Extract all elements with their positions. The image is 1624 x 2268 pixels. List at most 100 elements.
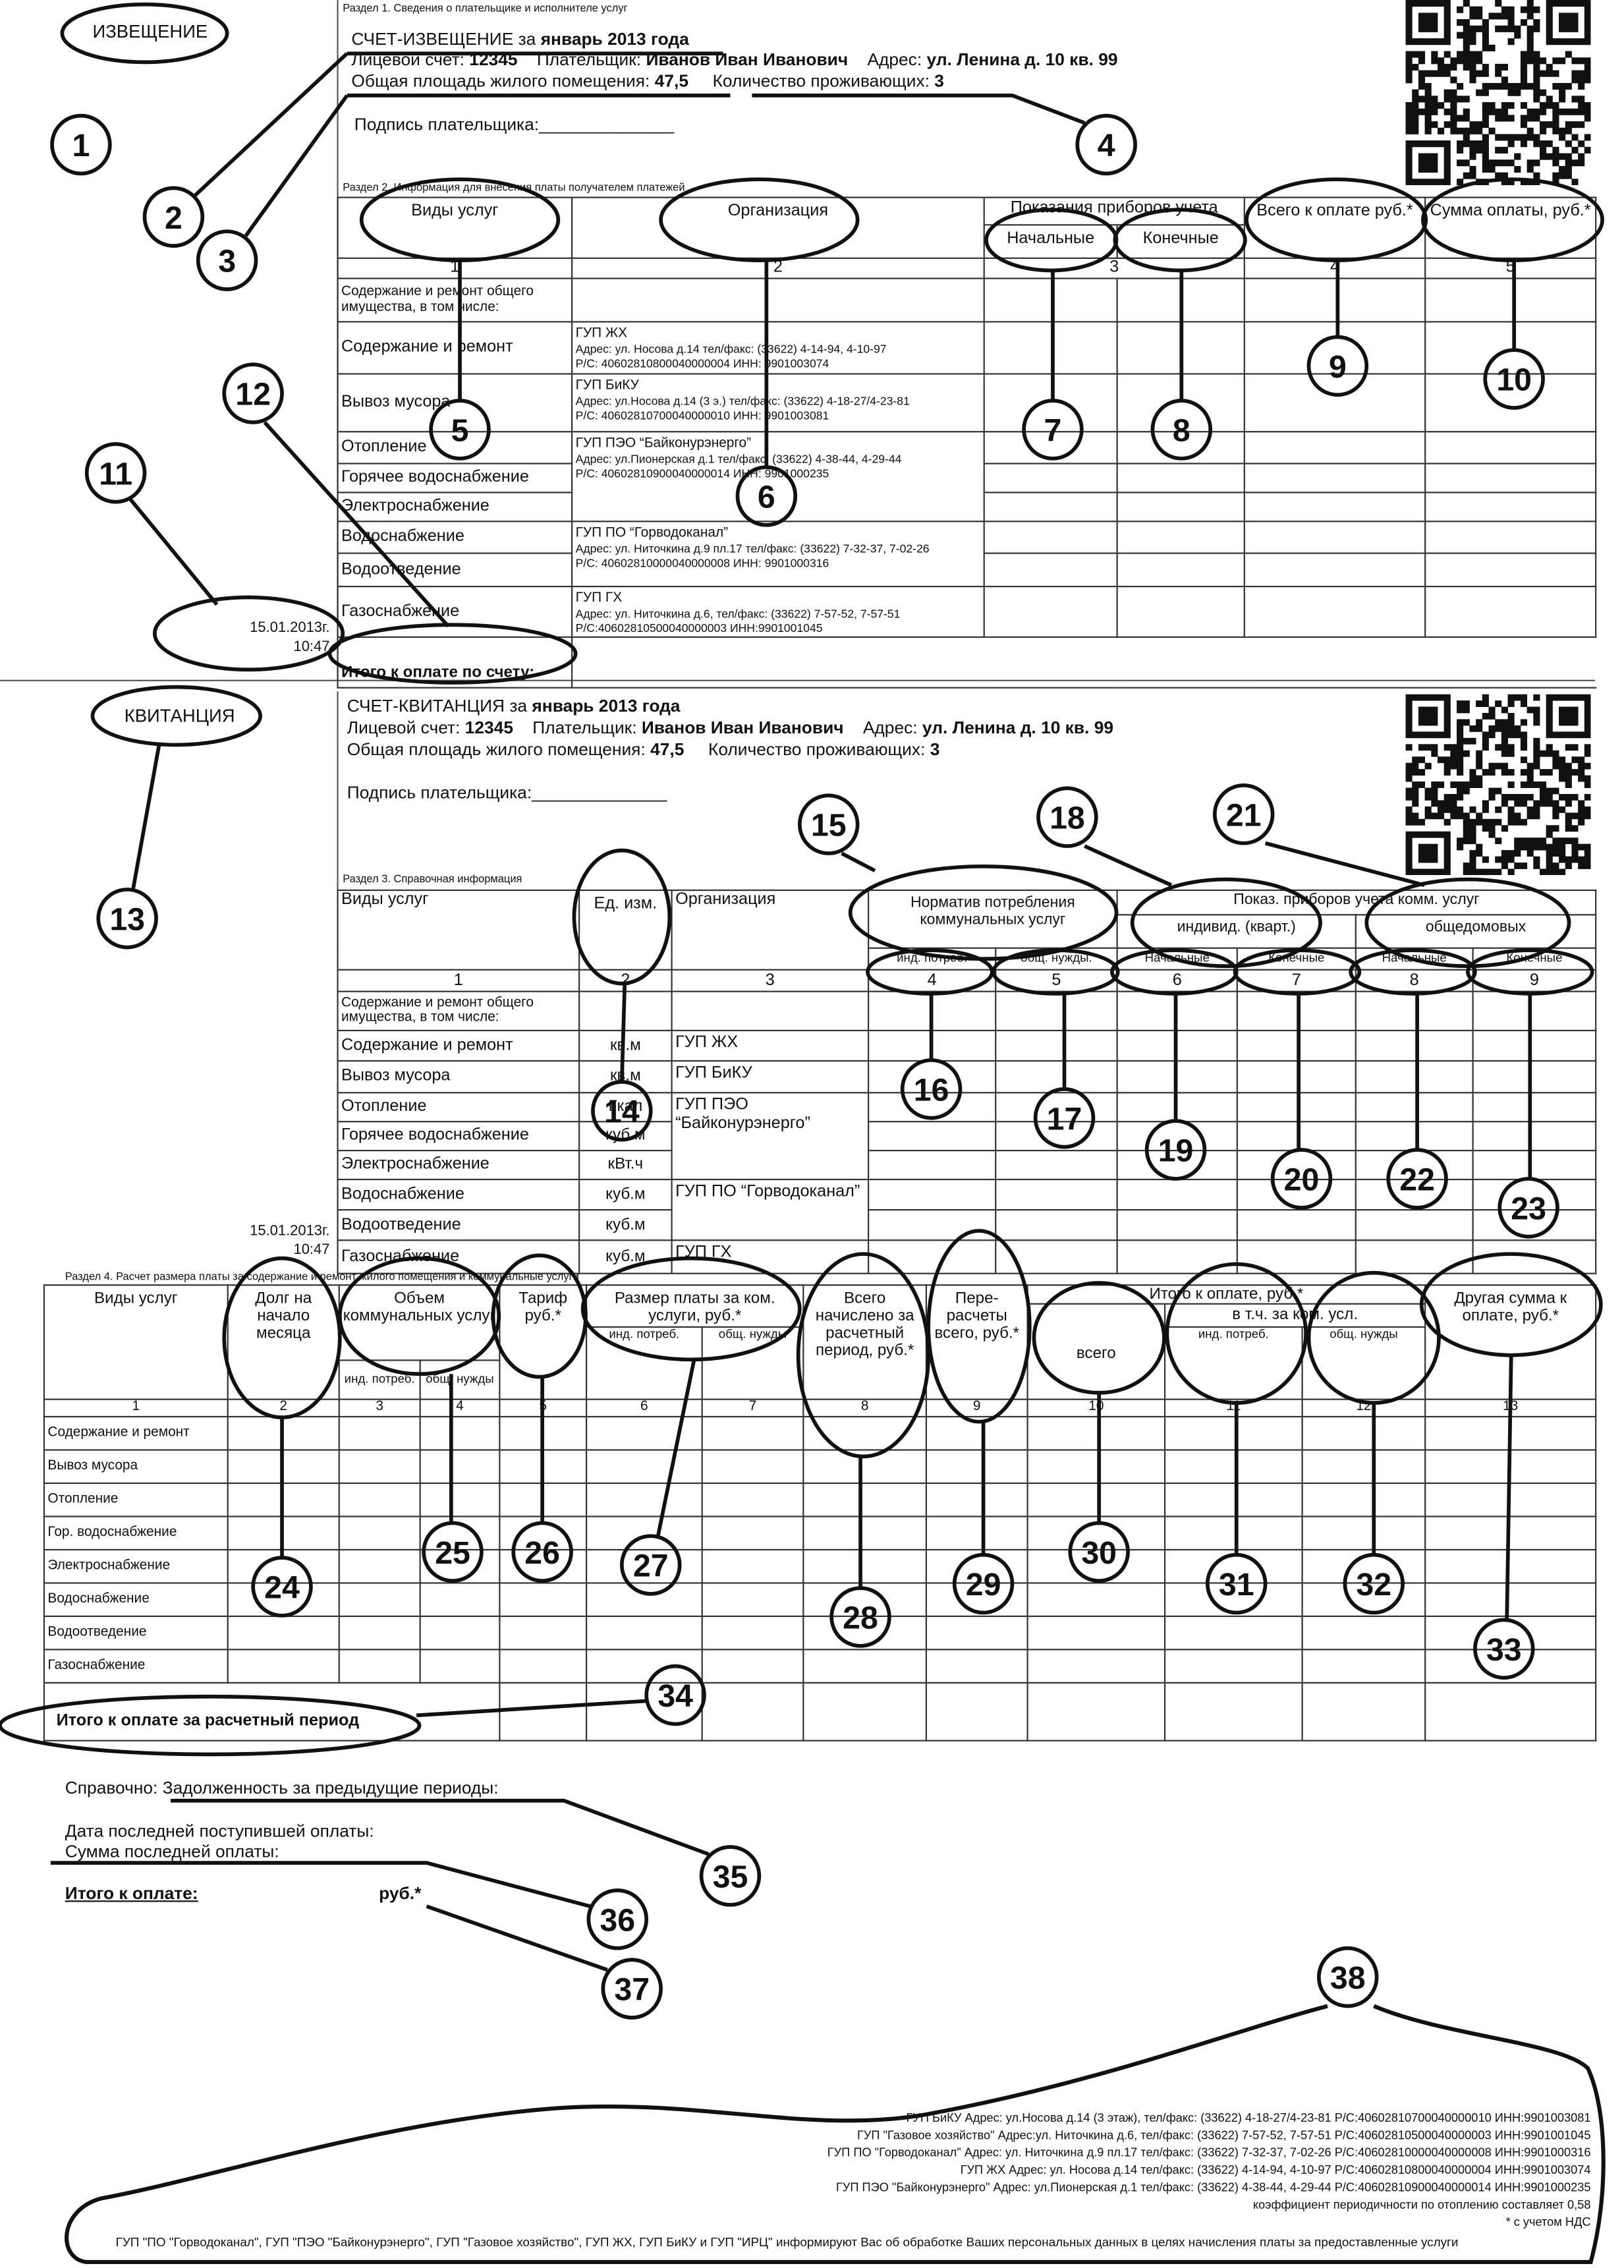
amount-cell[interactable] — [983, 463, 1118, 494]
amount-cell[interactable] — [701, 1449, 804, 1485]
amount-cell[interactable] — [1424, 431, 1597, 465]
amount-cell[interactable] — [1026, 1582, 1166, 1618]
amount-cell[interactable] — [701, 1483, 804, 1517]
amount-cell[interactable] — [802, 1616, 928, 1651]
amount-cell[interactable] — [585, 1483, 703, 1517]
amount-cell[interactable] — [925, 1582, 1028, 1618]
amount-cell[interactable] — [1424, 373, 1597, 433]
amount-cell[interactable] — [925, 1449, 1028, 1485]
amount-cell[interactable] — [1116, 373, 1245, 433]
amount-cell[interactable] — [701, 1582, 804, 1618]
amount-cell[interactable] — [802, 1582, 928, 1618]
amount-cell[interactable] — [1424, 521, 1597, 554]
amount-cell[interactable] — [585, 1516, 703, 1551]
amount-cell[interactable] — [1164, 1483, 1303, 1517]
signature-field[interactable]: Подпись плательщика:______________ — [347, 782, 667, 803]
amount-cell[interactable] — [585, 1549, 703, 1584]
amount-cell[interactable] — [1424, 1416, 1597, 1451]
amount-cell[interactable] — [499, 1582, 588, 1618]
amount-cell[interactable] — [1243, 463, 1426, 494]
amount-cell[interactable] — [1026, 1549, 1166, 1584]
amount-cell[interactable] — [802, 1549, 928, 1584]
signature-field[interactable]: Подпись плательщика:______________ — [354, 114, 675, 135]
amount-cell[interactable] — [338, 1549, 421, 1584]
amount-cell[interactable] — [499, 1549, 588, 1584]
amount-cell[interactable] — [1026, 1449, 1166, 1485]
amount-cell[interactable] — [227, 1582, 340, 1618]
amount-cell[interactable] — [585, 1616, 703, 1651]
amount-cell[interactable] — [338, 1449, 421, 1485]
amount-cell[interactable] — [1116, 492, 1245, 523]
amount-cell[interactable] — [1301, 1649, 1426, 1684]
amount-cell[interactable] — [1116, 321, 1245, 375]
amount-cell[interactable] — [585, 1416, 703, 1451]
amount-cell[interactable] — [1424, 585, 1597, 638]
amount-cell[interactable] — [1301, 1582, 1426, 1618]
amount-cell[interactable] — [1424, 463, 1597, 494]
amount-cell[interactable] — [227, 1449, 340, 1485]
amount-cell[interactable] — [1116, 552, 1245, 588]
amount-cell[interactable] — [338, 1582, 421, 1618]
amount-cell[interactable] — [1243, 552, 1426, 588]
amount-cell[interactable] — [1243, 521, 1426, 554]
amount-cell[interactable] — [1116, 521, 1245, 554]
amount-cell[interactable] — [227, 1516, 340, 1551]
amount-cell[interactable] — [1424, 1616, 1597, 1651]
amount-cell[interactable] — [1116, 585, 1245, 638]
amount-cell[interactable] — [1026, 1416, 1166, 1451]
amount-cell[interactable] — [1424, 552, 1597, 588]
amount-cell[interactable] — [701, 1616, 804, 1651]
amount-cell[interactable] — [1424, 321, 1597, 375]
amount-cell[interactable] — [925, 1483, 1028, 1517]
amount-cell[interactable] — [419, 1483, 501, 1517]
amount-cell[interactable] — [925, 1649, 1028, 1684]
amount-cell[interactable] — [1424, 1516, 1597, 1551]
amount-cell[interactable] — [1243, 373, 1426, 433]
amount-cell[interactable] — [701, 1549, 804, 1584]
amount-cell[interactable] — [499, 1449, 588, 1485]
amount-cell[interactable] — [925, 1416, 1028, 1451]
amount-cell[interactable] — [1424, 1582, 1597, 1618]
amount-cell[interactable] — [983, 373, 1118, 433]
amount-cell[interactable] — [585, 1649, 703, 1684]
amount-cell[interactable] — [419, 1616, 501, 1651]
amount-cell[interactable] — [227, 1549, 340, 1584]
amount-cell[interactable] — [338, 1483, 421, 1517]
amount-cell[interactable] — [1164, 1649, 1303, 1684]
amount-cell[interactable] — [925, 1549, 1028, 1584]
amount-cell[interactable] — [802, 1483, 928, 1517]
amount-cell[interactable] — [983, 492, 1118, 523]
amount-cell[interactable] — [585, 1449, 703, 1485]
amount-cell[interactable] — [1301, 1549, 1426, 1584]
amount-cell[interactable] — [983, 431, 1118, 465]
amount-cell[interactable] — [1026, 1649, 1166, 1684]
amount-cell[interactable] — [585, 1582, 703, 1618]
amount-cell[interactable] — [925, 1516, 1028, 1551]
amount-cell[interactable] — [499, 1516, 588, 1551]
amount-cell[interactable] — [983, 321, 1118, 375]
amount-cell[interactable] — [802, 1449, 928, 1485]
amount-cell[interactable] — [499, 1616, 588, 1651]
amount-cell[interactable] — [499, 1416, 588, 1451]
amount-cell[interactable] — [227, 1416, 340, 1451]
amount-cell[interactable] — [1424, 1449, 1597, 1485]
amount-cell[interactable] — [802, 1516, 928, 1551]
amount-cell[interactable] — [419, 1516, 501, 1551]
amount-cell[interactable] — [338, 1516, 421, 1551]
amount-cell[interactable] — [983, 552, 1118, 588]
amount-cell[interactable] — [1116, 431, 1245, 465]
amount-cell[interactable] — [1026, 1616, 1166, 1651]
amount-cell[interactable] — [499, 1649, 588, 1684]
amount-cell[interactable] — [419, 1582, 501, 1618]
amount-cell[interactable] — [1243, 321, 1426, 375]
amount-cell[interactable] — [1164, 1549, 1303, 1584]
amount-cell[interactable] — [701, 1516, 804, 1551]
amount-cell[interactable] — [983, 585, 1118, 638]
amount-cell[interactable] — [338, 1649, 421, 1684]
amount-cell[interactable] — [1026, 1516, 1166, 1551]
amount-cell[interactable] — [338, 1416, 421, 1451]
amount-cell[interactable] — [1164, 1449, 1303, 1485]
amount-cell[interactable] — [1301, 1483, 1426, 1517]
amount-cell[interactable] — [1424, 492, 1597, 523]
amount-cell[interactable] — [227, 1616, 340, 1651]
